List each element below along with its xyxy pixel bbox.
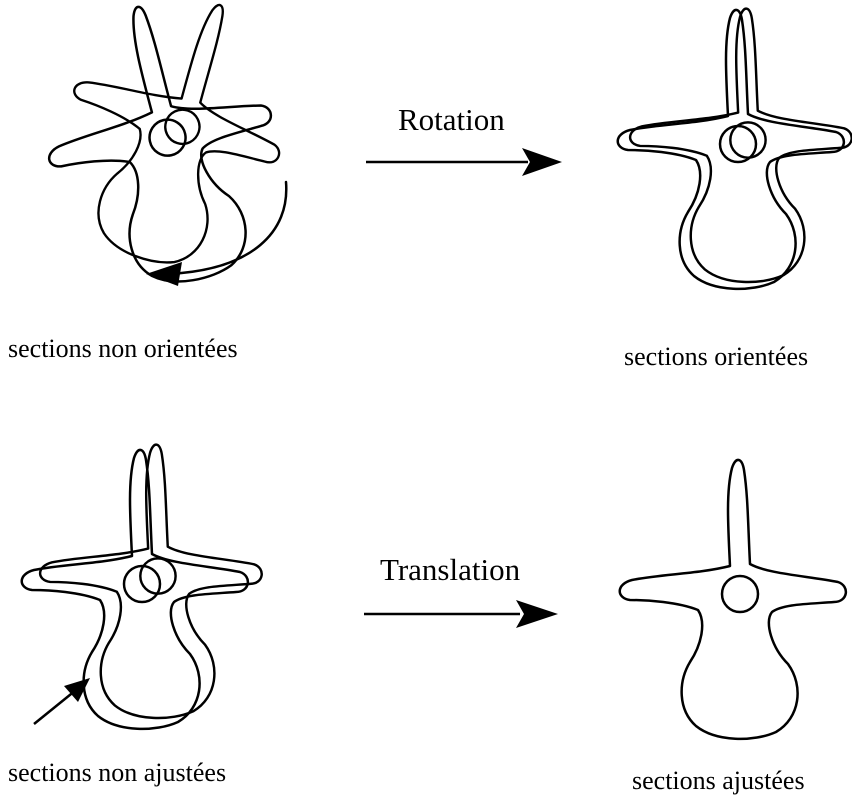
oriented-sections-drawing: [618, 9, 852, 289]
non-oriented-sections-drawing: [22, 0, 317, 304]
rotation-arrow: [366, 148, 562, 176]
rotation-indicator-arrowhead: [146, 262, 182, 286]
non-adjusted-sections-drawing: [22, 445, 262, 729]
translation-label: Translation: [380, 554, 520, 585]
adjusted-sections-label: sections ajustées: [632, 768, 805, 794]
oriented-sections-label: sections orientées: [624, 344, 808, 370]
translation-arrow: [364, 600, 558, 628]
rotation-label: Rotation: [398, 104, 505, 135]
non-adjusted-sections-label: sections non ajustées: [8, 760, 226, 786]
adjusted-sections-drawing: [620, 460, 846, 739]
non-oriented-sections-label: sections non orientées: [8, 336, 238, 362]
